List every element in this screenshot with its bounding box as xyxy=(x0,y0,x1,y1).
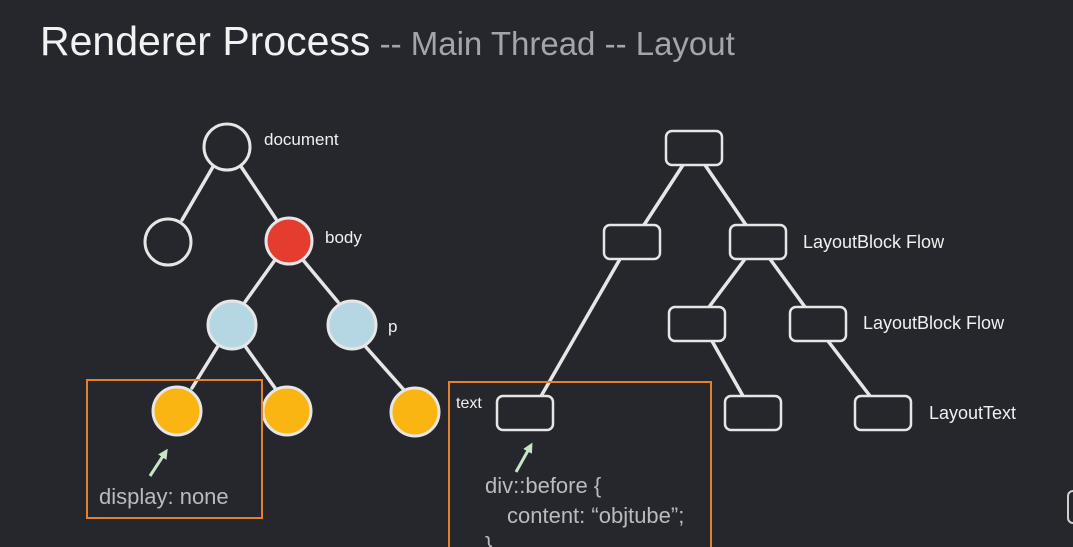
edge-root-left xyxy=(642,163,685,227)
layout-node-text xyxy=(495,394,555,432)
layout-tree-edges xyxy=(538,163,872,400)
node-leaf-2 xyxy=(261,385,313,437)
label-text: text xyxy=(456,395,482,412)
edge-p1-leaf2 xyxy=(243,344,277,390)
node-leaf-hidden xyxy=(151,385,203,437)
edge-left-text xyxy=(538,257,622,400)
arrow-pseudo-element xyxy=(514,442,533,473)
label-document: document xyxy=(264,130,339,149)
edge-child2-leaf xyxy=(826,339,872,398)
edge-body-p1 xyxy=(243,258,277,304)
edge-body-p2 xyxy=(301,258,340,304)
edge-flow-child2 xyxy=(768,257,807,309)
edge-child1-leaf xyxy=(710,339,745,398)
label-layout-text: LayoutText xyxy=(929,403,1016,423)
highlight-display-none xyxy=(86,379,263,519)
edge-ui-tab xyxy=(1067,490,1073,524)
layout-node-layout-text xyxy=(853,394,913,432)
label-p: p xyxy=(388,317,397,336)
title-main: Renderer Process xyxy=(40,18,371,64)
edge-p1-leaf1 xyxy=(190,344,220,390)
label-body: body xyxy=(325,228,362,247)
edge-p2-leaf3 xyxy=(363,344,406,392)
layout-node-root xyxy=(664,129,724,167)
node-p-2 xyxy=(326,299,378,351)
edge-document-body xyxy=(238,163,278,221)
layout-node-child-1 xyxy=(667,305,727,343)
code-line-1: div::before { xyxy=(485,473,601,498)
node-document xyxy=(202,122,252,172)
node-p-1 xyxy=(206,299,258,351)
annotation-display-none: display: none xyxy=(99,484,229,509)
node-left-child xyxy=(143,217,193,267)
edge-document-left xyxy=(180,163,216,222)
arrow-display-none xyxy=(148,448,168,477)
highlight-pseudo-element xyxy=(448,381,712,547)
edge-flow-child1 xyxy=(707,257,747,309)
label-layout-block-flow-1: LayoutBlock Flow xyxy=(803,232,945,252)
code-line-2: content: “objtube”; xyxy=(507,503,684,528)
layout-node-left xyxy=(602,223,662,261)
title-sub: -- Main Thread -- Layout xyxy=(370,25,735,62)
layout-tree-nodes xyxy=(495,129,913,432)
slide-title: Renderer Process -- Main Thread -- Layou… xyxy=(40,18,735,65)
node-leaf-3 xyxy=(389,386,441,438)
node-body xyxy=(264,216,314,266)
dom-tree-nodes xyxy=(143,122,441,438)
edge-root-right xyxy=(703,163,748,227)
layout-node-leaf-1 xyxy=(723,394,783,432)
layout-node-block-flow-1 xyxy=(728,223,788,261)
code-line-3: } xyxy=(485,532,492,547)
label-layout-block-flow-2: LayoutBlock Flow xyxy=(863,313,1005,333)
dom-tree-edges xyxy=(180,163,406,392)
layout-node-block-flow-2 xyxy=(788,305,848,343)
